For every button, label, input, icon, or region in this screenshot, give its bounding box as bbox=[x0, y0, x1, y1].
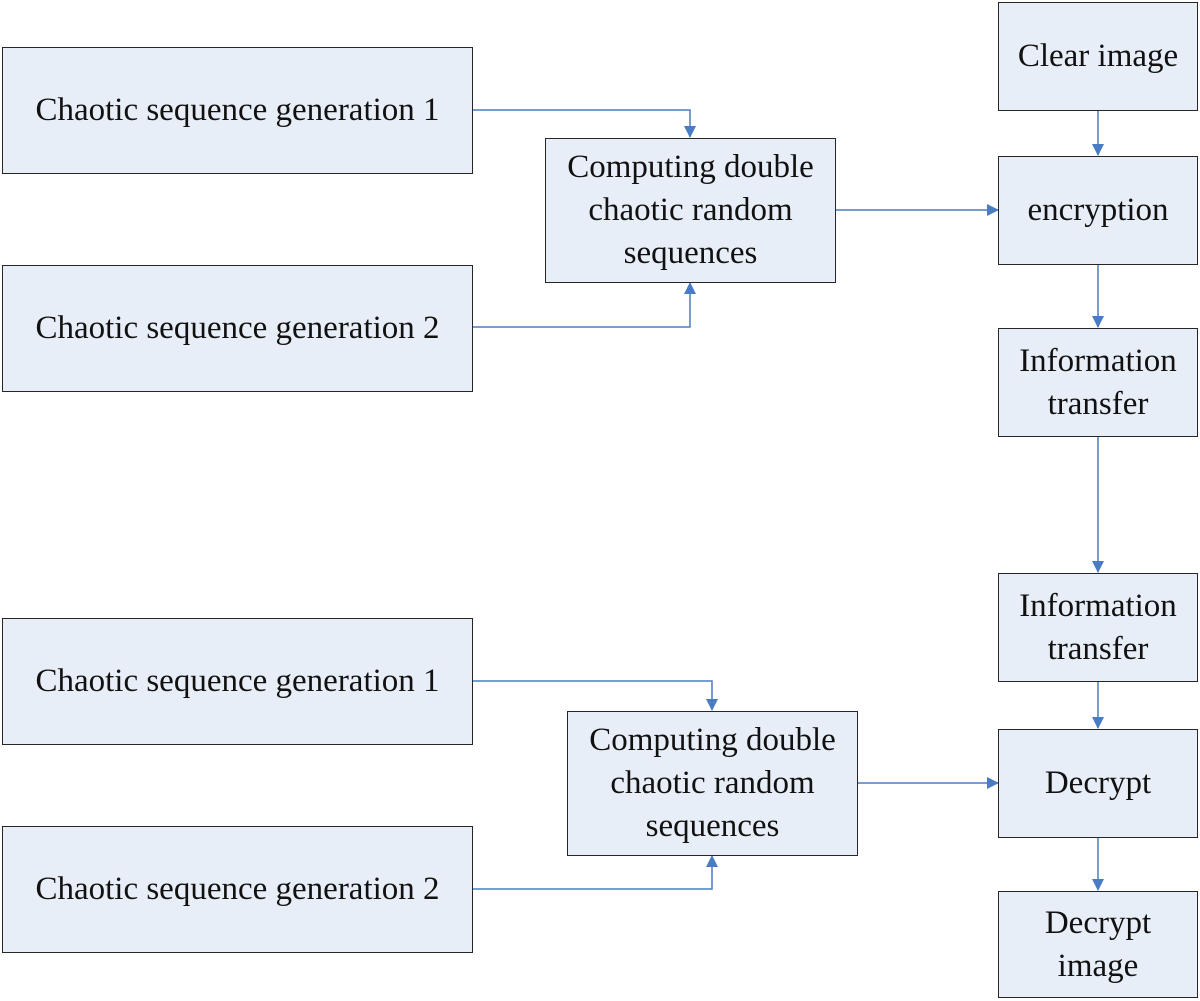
information-transfer-receive-box: Information transfer bbox=[998, 573, 1198, 682]
chaotic-sequence-generator-1-label: Chaotic sequence generation 1 bbox=[35, 92, 440, 128]
information-transfer-receive-line-1: Information bbox=[1019, 587, 1177, 624]
combiner-label-line-2: chaotic random bbox=[588, 192, 793, 228]
combiner-label-line-3: sequences bbox=[623, 235, 758, 271]
chaotic-sequence-generator-1-box: Chaotic sequence generation 1 bbox=[2, 47, 473, 174]
chaotic-sequence-generator-2-label: Chaotic sequence generation 2 bbox=[35, 310, 440, 346]
arrow-gen2-to-combiner-bottom bbox=[473, 855, 718, 890]
combiner-label-line-2: chaotic random bbox=[610, 765, 815, 801]
information-transfer-send-line-1: Information bbox=[1019, 342, 1177, 379]
chaotic-sequence-generator-1-label: Chaotic sequence generation 1 bbox=[35, 663, 440, 699]
double-chaotic-sequence-combiner-box: Computing double chaotic random sequence… bbox=[545, 138, 836, 283]
arrow-gen1-to-combiner-top bbox=[473, 109, 696, 138]
decrypt-box: Decrypt bbox=[998, 729, 1198, 838]
encryption-box: encryption bbox=[998, 156, 1198, 265]
clear-image-label: Clear image bbox=[1017, 38, 1179, 74]
decrypt-image-line-2: image bbox=[1057, 947, 1139, 984]
information-transfer-send-box: Information transfer bbox=[998, 328, 1198, 437]
arrow-gen2-to-combiner-top bbox=[473, 282, 696, 328]
combiner-label-line-1: Computing double bbox=[567, 149, 814, 185]
double-chaotic-sequence-combiner-box: Computing double chaotic random sequence… bbox=[567, 711, 858, 856]
clear-image-box: Clear image bbox=[998, 2, 1198, 111]
chaotic-sequence-generator-1-box: Chaotic sequence generation 1 bbox=[2, 618, 473, 745]
chaotic-sequence-generator-2-label: Chaotic sequence generation 2 bbox=[35, 871, 440, 907]
decrypt-label: Decrypt bbox=[1044, 765, 1152, 801]
encryption-label: encryption bbox=[1027, 192, 1169, 228]
combiner-label-line-3: sequences bbox=[645, 808, 780, 844]
information-transfer-receive-line-2: transfer bbox=[1047, 630, 1149, 667]
decrypt-image-line-1: Decrypt bbox=[1044, 904, 1152, 941]
information-transfer-send-line-2: transfer bbox=[1047, 385, 1149, 422]
arrow-gen1-to-combiner-bottom bbox=[473, 680, 718, 711]
chaotic-sequence-generator-2-box: Chaotic sequence generation 2 bbox=[2, 826, 473, 953]
combiner-label-line-1: Computing double bbox=[589, 722, 836, 758]
chaotic-sequence-generator-2-box: Chaotic sequence generation 2 bbox=[2, 265, 473, 392]
decrypt-image-box: Decrypt image bbox=[998, 891, 1198, 998]
